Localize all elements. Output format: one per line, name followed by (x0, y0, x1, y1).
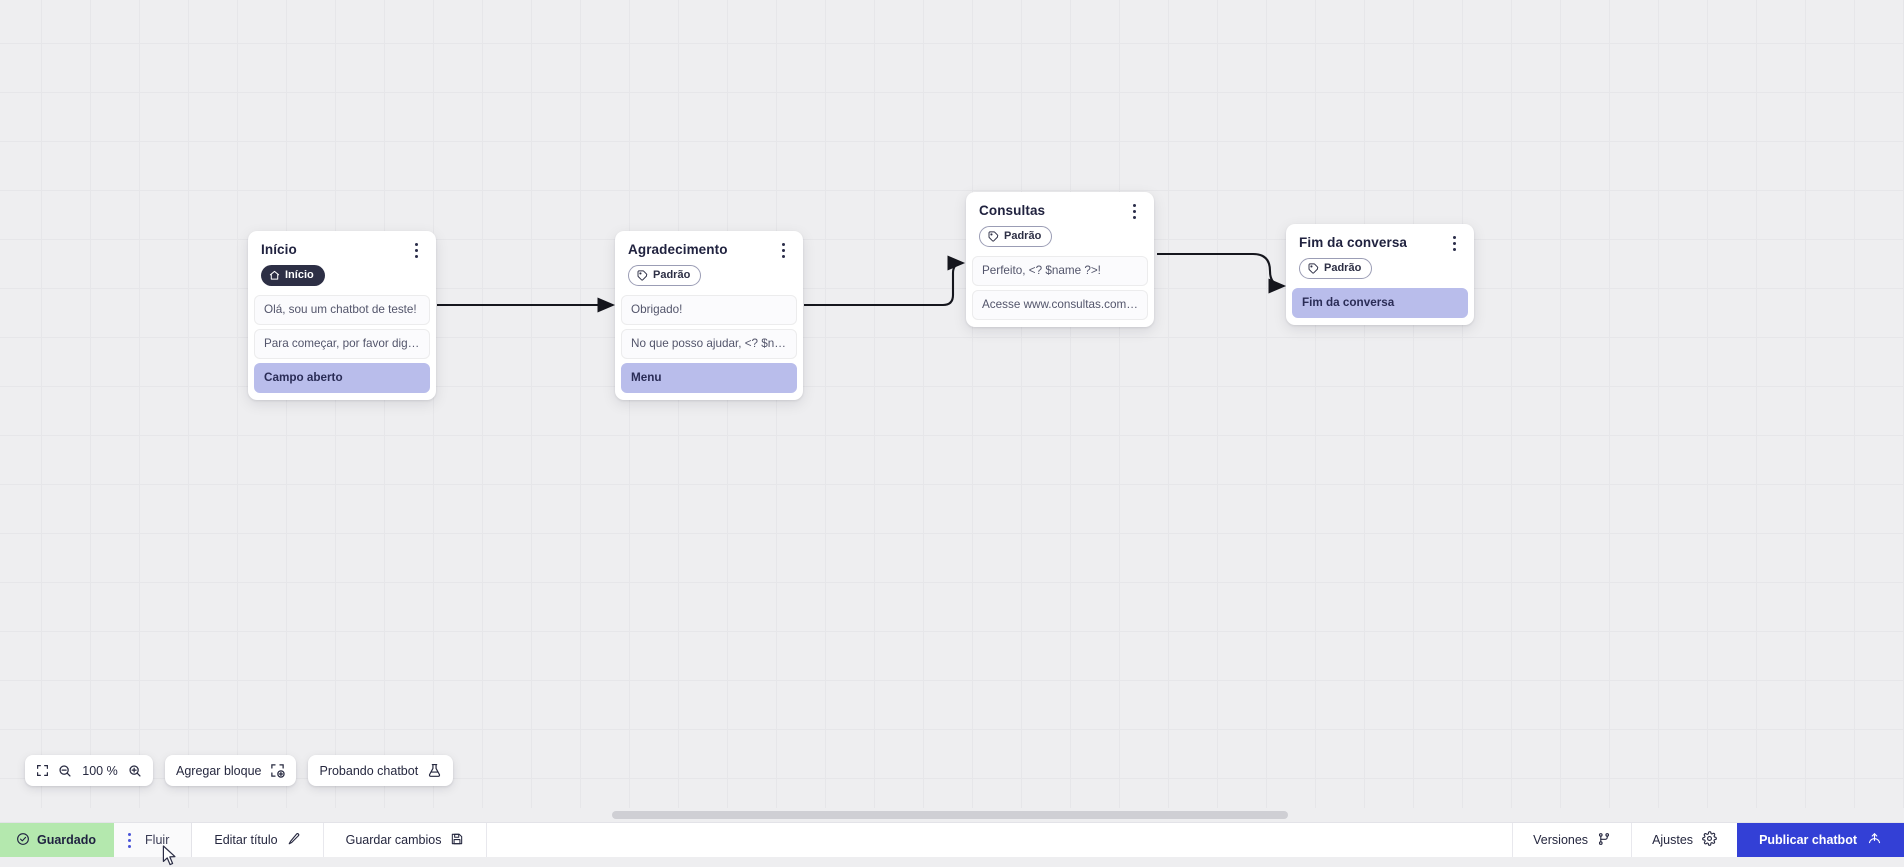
tag-icon (637, 270, 648, 281)
node-badges: Padrão (615, 259, 803, 295)
node-menu-button[interactable] (775, 241, 791, 259)
node-badge-default[interactable]: Padrão (1299, 258, 1372, 279)
fit-screen-icon[interactable] (36, 764, 49, 777)
settings-label: Ajustes (1652, 833, 1693, 847)
zoom-controls: 100 % (25, 755, 153, 786)
test-chatbot-button[interactable]: Probando chatbot (308, 755, 453, 786)
tab-fluir-label: Fluir (145, 833, 169, 847)
edge-agradecimento-consultas (804, 263, 963, 305)
node-header: Consultas (966, 192, 1154, 220)
flask-icon (427, 763, 442, 778)
saved-status: Guardado (0, 823, 114, 857)
flow-canvas[interactable]: Início Início Olá, sou um chatbot de tes… (0, 0, 1904, 822)
node-row-message[interactable]: No que posso ajudar, <? $name ... (621, 329, 797, 359)
node-row-menu[interactable]: Menu (621, 363, 797, 393)
zoom-in-icon[interactable] (128, 764, 142, 778)
node-header: Agradecimento (615, 231, 803, 259)
node-menu-button[interactable] (1126, 202, 1142, 220)
flow-node-consultas[interactable]: Consultas Padrão Perfeito, <? $name ?>! … (966, 192, 1154, 327)
add-block-button[interactable]: Agregar bloque (165, 755, 296, 786)
canvas-horizontal-scrollbar[interactable] (0, 808, 1904, 822)
node-row-message[interactable]: Para começar, por favor digite o ... (254, 329, 430, 359)
node-menu-button[interactable] (408, 241, 424, 259)
add-block-label: Agregar bloque (176, 764, 261, 778)
bottom-bar: Guardado Fluir Editar título Guardar cam… (0, 822, 1904, 857)
node-title: Agradecimento (628, 242, 728, 258)
flow-edges (0, 0, 1904, 822)
node-row-input[interactable]: Campo aberto (254, 363, 430, 393)
tag-icon (988, 231, 999, 242)
add-block-icon (270, 763, 285, 778)
versions-label: Versiones (1533, 833, 1588, 847)
node-badge-label: Padrão (1324, 262, 1361, 275)
bottom-bar-spacer (487, 823, 1512, 857)
node-badges: Início (248, 259, 436, 295)
branch-icon (1597, 832, 1611, 849)
flow-node-inicio[interactable]: Início Início Olá, sou um chatbot de tes… (248, 231, 436, 400)
tab-fluir[interactable]: Fluir (114, 823, 192, 857)
node-row-message[interactable]: Obrigado! (621, 295, 797, 325)
home-icon (269, 270, 280, 281)
node-row-end[interactable]: Fim da conversa (1292, 288, 1468, 318)
floppy-icon (450, 832, 464, 849)
node-badge-start[interactable]: Início (261, 265, 325, 286)
flow-node-fim-da-conversa[interactable]: Fim da conversa Padrão Fim da conversa (1286, 224, 1474, 325)
publish-label: Publicar chatbot (1759, 833, 1857, 847)
node-rows: Olá, sou um chatbot de teste! Para começ… (248, 295, 436, 393)
node-badge-label: Padrão (653, 269, 690, 282)
node-rows: Obrigado! No que posso ajudar, <? $name … (615, 295, 803, 393)
kebab-icon[interactable] (128, 833, 131, 848)
edge-consultas-fim-path (1157, 252, 1268, 272)
save-changes-button[interactable]: Guardar cambios (324, 823, 488, 857)
node-badge-default[interactable]: Padrão (979, 226, 1052, 247)
node-title: Fim da conversa (1299, 235, 1407, 251)
node-badge-default[interactable]: Padrão (628, 265, 701, 286)
node-row-message[interactable]: Perfeito, <? $name ?>! (972, 256, 1148, 286)
node-menu-button[interactable] (1446, 234, 1462, 252)
publish-chatbot-button[interactable]: Publicar chatbot (1737, 823, 1904, 857)
check-circle-icon (16, 832, 30, 849)
save-changes-label: Guardar cambios (346, 833, 442, 847)
flow-node-agradecimento[interactable]: Agradecimento Padrão Obrigado! No que po… (615, 231, 803, 400)
versions-button[interactable]: Versiones (1512, 823, 1631, 857)
zoom-out-icon[interactable] (58, 764, 72, 778)
edge-consultas-fim (1157, 251, 1274, 264)
node-rows: Perfeito, <? $name ?>! Acesse www.consul… (966, 256, 1154, 320)
settings-button[interactable]: Ajustes (1631, 823, 1737, 857)
node-badge-label: Padrão (1004, 230, 1041, 243)
edge-consultas-fim-main (1157, 252, 1280, 266)
node-badges: Padrão (966, 220, 1154, 256)
pencil-icon (287, 832, 301, 849)
node-rows: Fim da conversa (1286, 288, 1474, 318)
node-row-message[interactable]: Olá, sou um chatbot de teste! (254, 295, 430, 325)
edge-consultas-to-fim (1157, 254, 1284, 286)
node-badge-label: Início (285, 269, 314, 282)
edit-title-label: Editar título (214, 833, 277, 847)
node-header: Início (248, 231, 436, 259)
zoom-level-value: 100 % (81, 764, 119, 778)
edit-title-button[interactable]: Editar título (192, 823, 323, 857)
edge-consultas-fim-line (1157, 252, 1284, 268)
test-chatbot-label: Probando chatbot (319, 764, 418, 778)
gear-icon (1702, 831, 1717, 849)
node-row-message[interactable]: Acesse www.consultas.com par... (972, 290, 1148, 320)
node-badges: Padrão (1286, 252, 1474, 288)
scrollbar-thumb[interactable] (612, 811, 1288, 819)
node-title: Consultas (979, 203, 1045, 219)
tag-icon (1308, 263, 1319, 274)
node-title: Início (261, 242, 297, 258)
node-header: Fim da conversa (1286, 224, 1474, 252)
upload-icon (1867, 831, 1882, 849)
canvas-toolbar: 100 % Agregar bloque Probando chatbot (25, 755, 453, 786)
saved-label: Guardado (37, 833, 96, 847)
